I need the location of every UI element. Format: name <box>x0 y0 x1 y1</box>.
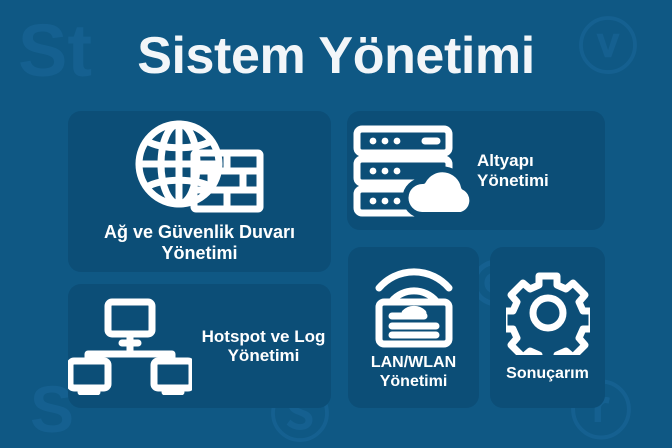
page-title: Sistem Yönetimi <box>137 27 535 85</box>
card-infrastructure-label: Altyapı Yönetimi <box>477 151 549 190</box>
card-lan-wlan-label: LAN/WLAN Yönetimi <box>370 354 457 390</box>
server-cloud-icon <box>347 123 471 219</box>
card-network-firewall-label: Ağ ve Güvenlik Duvarı Yönetimi <box>103 222 296 263</box>
card-hotspot-log[interactable]: Hotspot ve Log Yönetimi <box>68 284 331 408</box>
card-sonucarim[interactable]: Sonuçarım <box>490 247 605 408</box>
network-topology-icon <box>68 297 192 395</box>
card-hotspot-log-label: Hotspot ve Log Yönetimi <box>201 326 326 365</box>
card-infrastructure[interactable]: Altyapı Yönetimi <box>347 111 605 230</box>
card-network-firewall[interactable]: Ağ ve Güvenlik Duvarı Yönetimi <box>68 111 331 272</box>
globe-firewall-icon <box>131 120 269 216</box>
card-lan-wlan[interactable]: LAN/WLAN Yönetimi <box>348 247 479 408</box>
gear-icon <box>505 271 590 356</box>
wifi-router-icon <box>368 264 460 348</box>
card-sonucarim-label: Sonuçarım <box>506 365 589 383</box>
